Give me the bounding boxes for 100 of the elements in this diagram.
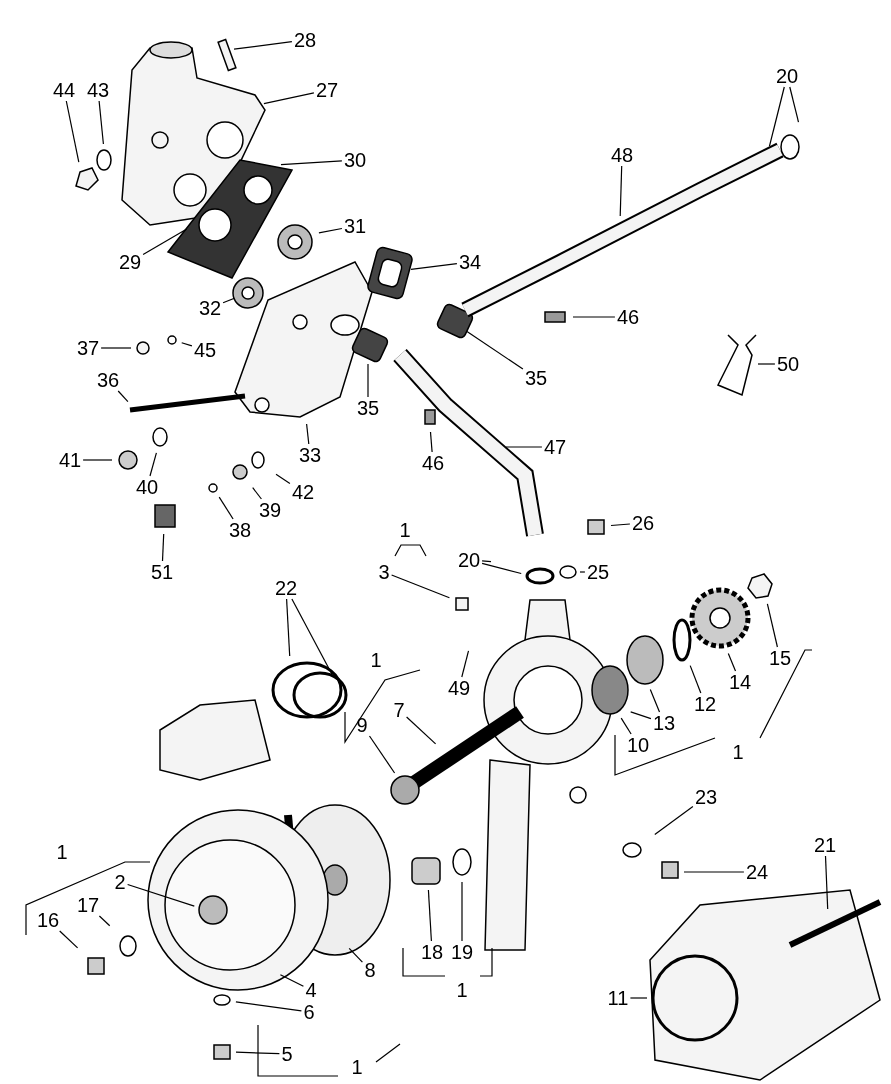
leader-line	[410, 263, 458, 270]
leader-line	[727, 652, 737, 672]
leader-line	[235, 1051, 280, 1055]
callout-number: 29	[118, 252, 142, 272]
leader-line	[65, 100, 80, 163]
leader-line	[789, 86, 800, 123]
callout-number: 13	[652, 713, 676, 733]
callout-number: 22	[274, 578, 298, 598]
callout-number: 27	[315, 80, 339, 100]
leader-line	[291, 598, 333, 676]
callout-number: 42	[291, 482, 315, 502]
leader-line	[98, 915, 111, 927]
callout-number: 23	[694, 787, 718, 807]
callout-number: 14	[728, 672, 752, 692]
group-callout-number: 1	[456, 980, 468, 1000]
leader-line	[630, 711, 652, 720]
group-callout-number: 1	[370, 650, 382, 670]
callout-number: 12	[693, 694, 717, 714]
callout-number: 28	[293, 30, 317, 50]
leader-line	[286, 598, 291, 657]
callout-number: 46	[421, 453, 445, 473]
callout-number: 17	[76, 895, 100, 915]
callout-number: 21	[813, 835, 837, 855]
callout-number: 35	[356, 398, 380, 418]
leader-line	[461, 881, 463, 942]
leader-line	[98, 100, 104, 145]
leader-line	[306, 423, 310, 445]
leader-line	[619, 165, 623, 217]
callout-number: 5	[281, 1044, 293, 1064]
leader-line	[610, 523, 631, 527]
leader-line	[368, 735, 396, 774]
callout-number: 45	[193, 340, 217, 360]
callout-number: 11	[607, 988, 629, 1008]
callout-number: 16	[36, 910, 60, 930]
callout-number: 19	[450, 942, 474, 962]
callout-number: 40	[135, 477, 159, 497]
leader-line	[824, 855, 829, 910]
leader-line	[481, 560, 492, 563]
callout-number: 44	[52, 80, 76, 100]
group-callout-number: 1	[399, 520, 411, 540]
leader-line	[161, 533, 165, 562]
callout-number: 47	[543, 437, 567, 457]
callout-number: 49	[447, 678, 471, 698]
leader-line	[218, 496, 234, 520]
callout-number: 36	[96, 370, 120, 390]
leader-line	[427, 889, 432, 942]
callout-number: 6	[303, 1002, 315, 1022]
leader-line	[318, 227, 343, 234]
leader-line	[649, 689, 661, 713]
callout-number: 33	[298, 445, 322, 465]
leader-line	[466, 330, 524, 370]
leader-line	[233, 41, 293, 50]
callout-number: 37	[76, 338, 100, 358]
leader-line	[252, 487, 262, 500]
leader-line	[100, 347, 132, 349]
callout-number: 25	[586, 562, 610, 582]
callout-number: 20	[775, 66, 799, 86]
leader-line	[768, 86, 785, 147]
leader-line	[654, 806, 694, 836]
callout-number: 51	[150, 562, 174, 582]
leader-line	[181, 342, 193, 347]
leader-line	[142, 228, 188, 255]
callout-number: 3	[378, 562, 390, 582]
callout-number: 41	[58, 450, 82, 470]
leader-line	[620, 717, 632, 735]
leader-line	[683, 871, 745, 873]
leader-line	[82, 459, 113, 461]
leader-line	[689, 665, 702, 694]
leader-line	[149, 452, 157, 477]
leader-line	[367, 363, 369, 398]
callout-number: 24	[745, 862, 769, 882]
callout-number: 18	[420, 942, 444, 962]
leader-line	[757, 363, 776, 365]
leader-line	[59, 930, 79, 949]
leader-line	[461, 650, 470, 678]
leader-line	[429, 431, 433, 453]
callout-number: 50	[776, 354, 800, 374]
callout-number: 34	[458, 252, 482, 272]
callout-number: 26	[631, 513, 655, 533]
callout-number: 30	[343, 150, 367, 170]
callout-number: 8	[364, 960, 376, 980]
leader-line	[766, 603, 778, 648]
leader-line	[263, 92, 315, 105]
callout-number: 2	[114, 872, 126, 892]
callout-number: 35	[524, 368, 548, 388]
callout-number: 20	[457, 550, 481, 570]
callout-number: 32	[198, 298, 222, 318]
callout-number: 46	[616, 307, 640, 327]
callout-number: 10	[626, 735, 650, 755]
group-callout-number: 1	[351, 1057, 363, 1077]
leader-line	[222, 297, 235, 304]
leader-line	[579, 571, 586, 573]
leader-line	[348, 947, 363, 963]
leader-line	[391, 574, 450, 599]
leader-line	[279, 974, 304, 987]
leader-line	[275, 473, 291, 484]
callout-number: 15	[768, 648, 792, 668]
leader-line	[505, 446, 543, 448]
callout-number: 4	[305, 980, 317, 1000]
group-callout-number: 1	[56, 842, 68, 862]
